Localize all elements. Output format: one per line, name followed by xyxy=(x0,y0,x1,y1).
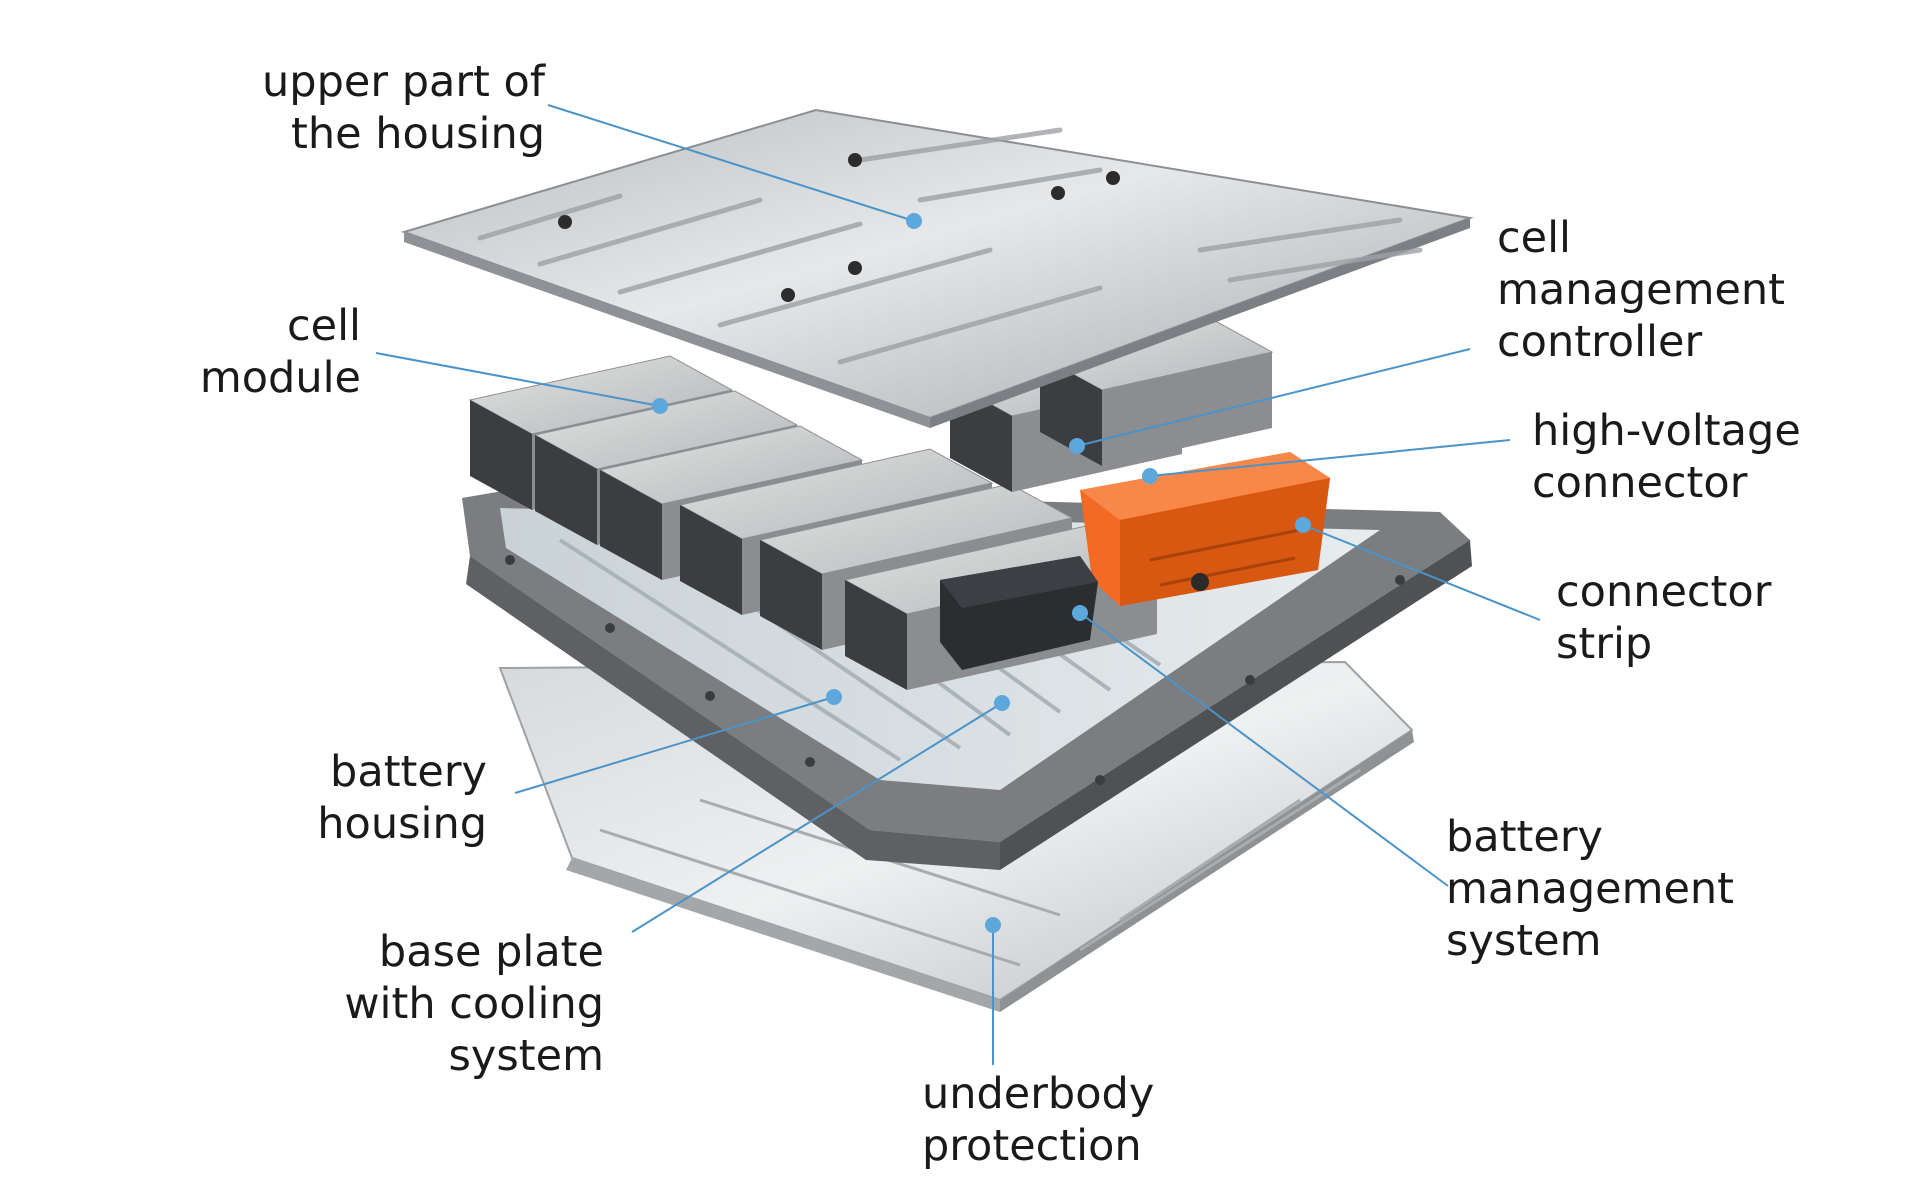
dot-battery-mgmt-system xyxy=(1072,605,1088,621)
label-cell-module-line2: module xyxy=(199,353,361,403)
label-underbody-line1: underbody xyxy=(922,1069,1155,1119)
label-battery-mgmt-system-line2: management xyxy=(1446,864,1735,914)
leader-base-plate xyxy=(631,702,1003,933)
high-voltage-box xyxy=(1080,452,1330,606)
label-battery-mgmt-system-line1: battery xyxy=(1446,812,1603,862)
dot-battery-housing xyxy=(826,689,842,705)
leader-battery-housing xyxy=(514,696,835,794)
label-upper-housing: upper part of the housing xyxy=(262,56,545,160)
label-hv-connector-line2: connector xyxy=(1532,458,1748,508)
label-cell-mgmt-controller-line1: cell xyxy=(1497,213,1571,263)
label-base-plate-line2: with cooling xyxy=(344,979,604,1029)
cell-module-connector-face xyxy=(600,470,662,580)
dot-hv-connector xyxy=(1142,468,1158,484)
dot-underbody xyxy=(985,917,1001,933)
label-connector-strip: connector strip xyxy=(1556,566,1771,670)
label-battery-housing: battery housing xyxy=(317,746,487,850)
label-underbody-line2: protection xyxy=(922,1121,1142,1171)
label-base-plate: base plate with cooling system xyxy=(344,926,604,1082)
leader-connector-strip xyxy=(1302,524,1541,621)
label-base-plate-line3: system xyxy=(448,1031,604,1081)
leader-lines xyxy=(375,104,1541,1065)
label-cell-module: cell module xyxy=(200,300,361,404)
label-battery-mgmt-system-line3: system xyxy=(1446,916,1602,966)
label-cell-mgmt-controller-line3: controller xyxy=(1497,317,1703,367)
cell-module-side xyxy=(1102,352,1272,466)
label-cell-mgmt-controller-line2: management xyxy=(1497,265,1786,315)
leader-battery-mgmt-system xyxy=(1079,612,1449,887)
cell-module-connector-face xyxy=(760,540,822,650)
leader-cell-module xyxy=(375,352,661,407)
dot-base-plate xyxy=(994,695,1010,711)
label-connector-strip-line2: strip xyxy=(1556,619,1653,669)
label-cell-module-line1: cell xyxy=(287,301,361,351)
label-hv-connector-line1: high-voltage xyxy=(1532,406,1801,456)
label-base-plate-line1: base plate xyxy=(378,927,604,977)
label-cell-mgmt-controller: cell management controller xyxy=(1497,212,1785,368)
label-battery-housing-line2: housing xyxy=(317,799,487,849)
leader-hv-connector xyxy=(1149,439,1511,477)
dot-upper-housing xyxy=(906,213,922,229)
cell-module-connector-face xyxy=(535,435,597,545)
label-battery-mgmt-system: battery management system xyxy=(1446,811,1734,967)
label-upper-housing-line1: upper part of xyxy=(262,57,545,107)
battery-management-unit xyxy=(940,556,1098,670)
leader-cell-mgmt-controller xyxy=(1076,348,1471,447)
label-hv-connector: high-voltage connector xyxy=(1532,405,1801,509)
upper-housing-lid xyxy=(400,108,1474,428)
dot-cell-module xyxy=(652,398,668,414)
dot-cell-mgmt-controller xyxy=(1069,438,1085,454)
cell-module-connector-face xyxy=(1040,356,1102,466)
label-battery-housing-line1: battery xyxy=(330,747,487,797)
cell-module-connector-face xyxy=(680,505,742,615)
label-connector-strip-line1: connector xyxy=(1556,567,1772,617)
cell-module-connector-face xyxy=(845,580,907,690)
label-underbody: underbody protection xyxy=(922,1068,1154,1172)
dot-connector-strip xyxy=(1295,517,1311,533)
label-upper-housing-line2: the housing xyxy=(291,109,545,159)
cell-module-connector-face xyxy=(470,400,532,510)
leader-upper-housing xyxy=(547,104,915,222)
